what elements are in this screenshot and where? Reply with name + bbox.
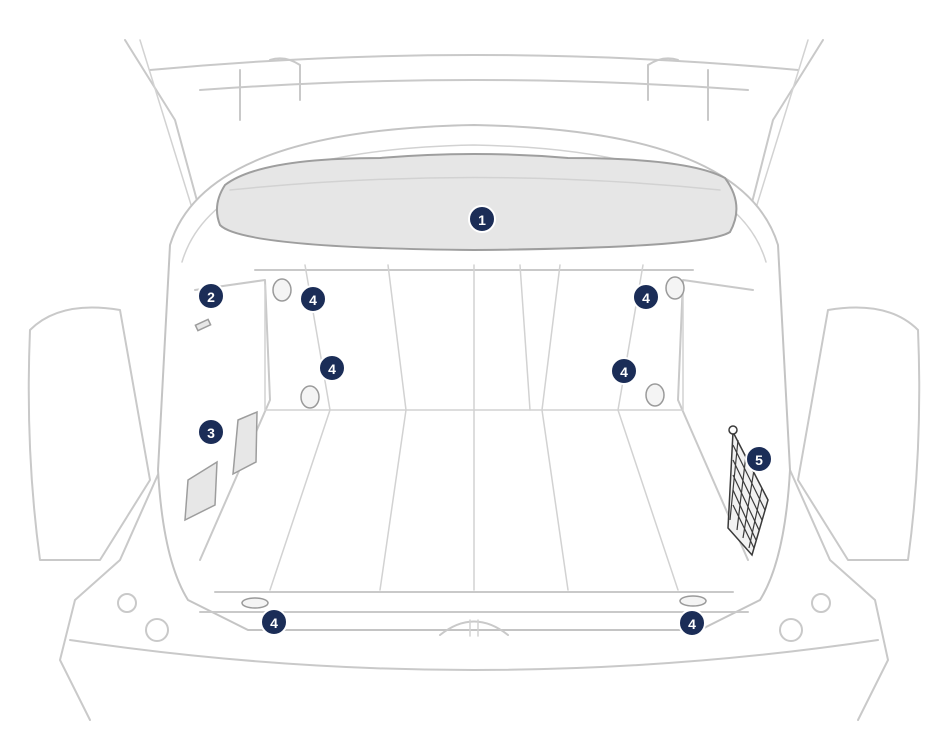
anchor-rings	[241, 276, 707, 609]
parcel-shelf	[215, 153, 738, 252]
anchor-ring	[300, 385, 320, 409]
label-pad-lower	[184, 460, 218, 522]
callout-4-right-upper: 4	[632, 283, 660, 311]
callout-4-right-lower: 4	[610, 357, 638, 385]
boot-lamp	[194, 318, 212, 332]
svg-text:4: 4	[620, 364, 628, 380]
svg-text:2: 2	[207, 289, 215, 305]
callout-4-floor-left: 4	[260, 608, 288, 636]
tail-reflectors	[117, 593, 831, 642]
svg-text:4: 4	[309, 292, 317, 308]
svg-text:5: 5	[755, 452, 763, 468]
callout-3: 3	[197, 418, 225, 446]
svg-text:3: 3	[207, 425, 215, 441]
callout-4-left-lower: 4	[318, 354, 346, 382]
callout-2: 2	[197, 282, 225, 310]
label-pad-upper	[232, 410, 258, 476]
svg-text:1: 1	[478, 212, 486, 228]
svg-text:4: 4	[270, 615, 278, 631]
svg-text:4: 4	[688, 616, 696, 632]
anchor-ring	[679, 595, 707, 607]
anchor-ring	[665, 276, 685, 300]
anchor-ring	[241, 597, 269, 609]
anchor-ring	[645, 383, 665, 407]
storage-net	[727, 425, 769, 557]
boot-interior	[69, 264, 879, 671]
callout-4-left-upper: 4	[299, 285, 327, 313]
svg-text:4: 4	[642, 290, 650, 306]
callout-5: 5	[745, 445, 773, 473]
callout-1: 1	[468, 205, 496, 233]
anchor-ring	[272, 278, 292, 302]
callout-4-floor-right: 4	[678, 609, 706, 637]
svg-text:4: 4	[328, 361, 336, 377]
vehicle-body-outline	[27, 39, 921, 721]
